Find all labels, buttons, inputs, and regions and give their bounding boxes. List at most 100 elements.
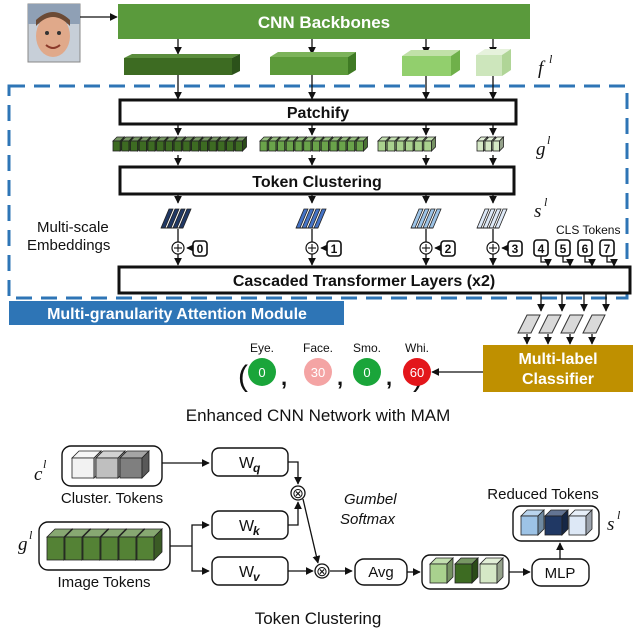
token-row-4 xyxy=(476,136,505,152)
wk-label: W xyxy=(239,518,255,535)
token-clustering-block xyxy=(118,165,516,196)
image-branch-arrows xyxy=(170,521,210,575)
multiply-node-2 xyxy=(314,563,330,579)
g-superscript: l xyxy=(547,133,551,147)
mam-label-block xyxy=(9,301,344,325)
comma: , xyxy=(337,365,343,390)
classifier-label-line1: Multi-label xyxy=(518,351,597,368)
s-symbol: s xyxy=(534,201,541,222)
averaged-cube xyxy=(479,557,504,584)
g-symbol-bottom: g xyxy=(18,534,28,555)
image-token-rows xyxy=(112,136,505,152)
otimes-2: ⊗ xyxy=(316,563,328,579)
cls-index-6: 6 xyxy=(582,242,589,256)
cluster-group-2 xyxy=(295,208,327,229)
g-superscript-bottom: l xyxy=(29,528,33,542)
transformer-output-arrows xyxy=(537,293,610,312)
reduced-cube xyxy=(520,509,545,536)
image-cube xyxy=(136,528,163,561)
token-cube xyxy=(355,136,369,152)
mam-dashed-frame xyxy=(7,84,629,300)
label-name-2: Face. xyxy=(303,341,333,355)
position-index-2: 2 xyxy=(445,242,452,256)
cluster-token-cubes xyxy=(71,450,150,479)
averaged-cube xyxy=(429,557,454,584)
gumbel-label: Gumbel xyxy=(344,491,397,508)
wk-subscript: k xyxy=(253,524,261,538)
mam-label: Multi-granularity Attention Module xyxy=(47,306,307,323)
position-index-3: 3 xyxy=(512,242,519,256)
output-token xyxy=(538,314,562,334)
position-index-box xyxy=(440,240,456,257)
avg-label: Avg xyxy=(368,564,394,581)
cls-index-4: 4 xyxy=(538,242,545,256)
wv-label: W xyxy=(239,564,255,581)
softmax-label: Softmax xyxy=(340,511,396,528)
cls-tokens-label: CLS Tokens xyxy=(556,223,620,237)
cluster-group-3 xyxy=(410,208,442,229)
f-symbol: f xyxy=(538,58,546,79)
multiscale-label-line1: Multi-scale xyxy=(37,219,109,236)
prediction-value-1: 0 xyxy=(258,365,265,380)
token-cube xyxy=(346,136,360,152)
wq-subscript: q xyxy=(253,461,261,475)
averaged-token-cubes xyxy=(429,557,504,584)
comma: , xyxy=(281,365,287,390)
prediction-circle xyxy=(403,358,431,386)
prediction-circle xyxy=(353,358,381,386)
cnn-backbones-block xyxy=(118,4,530,39)
cluster-group-4 xyxy=(476,208,508,229)
position-index-0: 0 xyxy=(197,242,204,256)
wq-label: W xyxy=(239,455,255,472)
g-symbol: g xyxy=(536,139,546,160)
cluster-cube xyxy=(119,450,150,479)
cls-index-7: 7 xyxy=(604,242,611,256)
face-photo-icon xyxy=(27,3,81,63)
cluster-token-groups xyxy=(160,208,508,229)
bottom-caption: Token Clustering xyxy=(255,609,382,628)
attention-arrows xyxy=(288,461,353,575)
cluster-tokens-label: Cluster. Tokens xyxy=(61,490,163,507)
s-symbol-bottom: s xyxy=(607,514,614,535)
multiscale-label-line2: Embeddings xyxy=(27,237,110,254)
position-index-box xyxy=(507,240,523,257)
token-row-1 xyxy=(112,136,248,152)
s-superscript: l xyxy=(544,195,548,209)
output-cls-tokens xyxy=(517,314,606,334)
tokens-clustering-arrows xyxy=(174,155,497,166)
mlp-label: MLP xyxy=(545,565,576,582)
cluster-group-1 xyxy=(160,208,192,229)
cls-index-5: 5 xyxy=(560,242,567,256)
token-cube xyxy=(492,136,505,152)
f-superscript: l xyxy=(549,52,553,66)
position-index-box xyxy=(326,240,342,257)
classifier-label-line2: Classifier xyxy=(522,371,594,388)
label-name-1: Eye. xyxy=(250,341,274,355)
position-index-box xyxy=(192,240,208,257)
feature-map-2 xyxy=(270,52,356,75)
transformer-block xyxy=(117,265,632,295)
clustering-s-arrows xyxy=(174,194,497,204)
image-tokens-label: Image Tokens xyxy=(57,574,150,591)
token-clustering-label: Token Clustering xyxy=(252,174,382,191)
image-token-cubes xyxy=(46,528,163,561)
feature-map-3 xyxy=(402,50,460,76)
reduced-cube xyxy=(568,509,593,536)
prediction-value-3: 0 xyxy=(363,365,370,380)
prediction-value-4: 60 xyxy=(410,365,424,380)
classifier-block xyxy=(483,345,633,392)
prediction-circle xyxy=(248,358,276,386)
token-row-3 xyxy=(377,136,437,152)
tokens-classifier-arrows xyxy=(523,334,596,345)
averaged-cube xyxy=(454,557,479,584)
reduced-cube xyxy=(544,509,569,536)
token-cube xyxy=(234,136,248,152)
otimes-1: ⊗ xyxy=(292,485,304,501)
wv-subscript: v xyxy=(253,570,261,584)
feature-map-1 xyxy=(124,54,240,75)
c-symbol: c xyxy=(34,464,43,485)
paren-open: ( xyxy=(238,360,248,393)
label-name-3: Smo. xyxy=(353,341,381,355)
